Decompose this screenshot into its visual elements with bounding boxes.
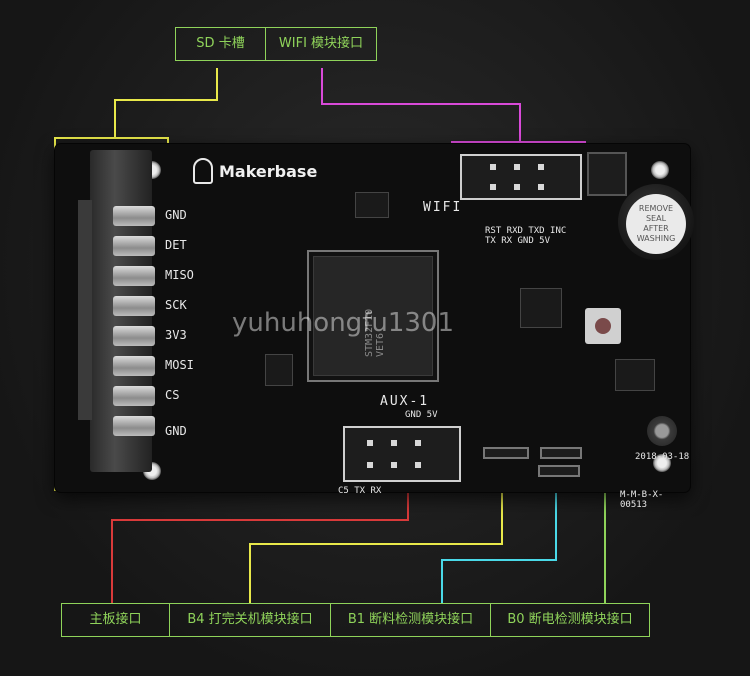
header-pin bbox=[415, 440, 421, 446]
b1-header bbox=[538, 465, 580, 477]
aux-sub: GND 5V bbox=[405, 410, 438, 420]
label-mainboard-port: 主板接口 bbox=[61, 603, 170, 637]
sd-pin bbox=[113, 206, 155, 226]
wire-b1 bbox=[441, 480, 557, 603]
header-pin bbox=[538, 164, 544, 170]
label-b1-port: B1 断料检测模块接口 bbox=[330, 603, 491, 637]
watermark: yuhuhongfu1301 bbox=[232, 308, 454, 338]
sd-pin bbox=[113, 326, 155, 346]
sd-pin bbox=[113, 296, 155, 316]
regulator-chip bbox=[520, 288, 562, 328]
transistor-chip bbox=[265, 354, 293, 386]
wifi-header bbox=[460, 154, 582, 200]
wire-sd bbox=[114, 68, 218, 138]
sd-pin-label: GND bbox=[165, 424, 187, 438]
sd-pin-label: MISO bbox=[165, 268, 194, 282]
pcb-board: Makerbase GND DET MISO SCK 3V3 MOSI CS G… bbox=[55, 144, 694, 510]
eeprom-chip bbox=[355, 192, 389, 218]
ldo-chip bbox=[615, 359, 655, 391]
sd-pin-label: DET bbox=[165, 238, 187, 252]
sd-pin-label: GND bbox=[165, 208, 187, 222]
header-pin bbox=[514, 184, 520, 190]
aux-header bbox=[343, 426, 461, 482]
header-pin bbox=[367, 440, 373, 446]
wire-main bbox=[111, 486, 409, 603]
buzzer-sticker: REMOVE SEAL AFTER WASHING bbox=[626, 194, 686, 254]
sd-pin-label: MOSI bbox=[165, 358, 194, 372]
label-b0-port: B0 断电检测模块接口 bbox=[490, 603, 650, 637]
reset-button[interactable] bbox=[585, 308, 621, 344]
sd-pin bbox=[113, 236, 155, 256]
label-b4-port: B4 打完关机模块接口 bbox=[169, 603, 331, 637]
capacitor bbox=[647, 416, 677, 446]
aux-pins: C5 TX RX bbox=[338, 486, 382, 496]
endstop-header bbox=[587, 152, 627, 196]
sd-pin bbox=[113, 416, 155, 436]
mcu-chip: STM32F10 VET6 bbox=[313, 256, 433, 376]
sd-rail bbox=[78, 200, 92, 420]
b4-header bbox=[483, 447, 529, 459]
brand-logo: Makerbase bbox=[193, 158, 317, 184]
header-pin bbox=[490, 164, 496, 170]
board-serial: M-M-B-X-00513 bbox=[620, 490, 664, 510]
header-pin bbox=[391, 462, 397, 468]
sd-pin-label: CS bbox=[165, 388, 180, 402]
header-pin bbox=[415, 462, 421, 468]
header-pin bbox=[490, 184, 496, 190]
header-pin bbox=[367, 462, 373, 468]
board-date: 2018-03-18 bbox=[635, 452, 690, 462]
wire-wifi bbox=[321, 68, 521, 142]
b0-header bbox=[540, 447, 582, 459]
wifi-silk: WIFI bbox=[423, 200, 463, 215]
mks-logo-icon bbox=[193, 158, 213, 184]
sticker-line: WASHING bbox=[636, 234, 676, 243]
sd-pin bbox=[113, 386, 155, 406]
aux-title: AUX-1 bbox=[380, 394, 430, 409]
header-pin bbox=[391, 440, 397, 446]
header-pin bbox=[514, 164, 520, 170]
wifi-pins-top: RST RXD TXD INC bbox=[485, 226, 567, 236]
mount-hole-bottom-right bbox=[653, 454, 671, 472]
sticker-line: AFTER bbox=[643, 224, 669, 233]
brand-name: Makerbase bbox=[219, 161, 318, 181]
header-pin bbox=[538, 184, 544, 190]
wire-b4 bbox=[249, 462, 503, 603]
sd-pin-label: 3V3 bbox=[165, 328, 187, 342]
sticker-line: SEAL bbox=[645, 214, 667, 223]
mount-hole-top-right bbox=[651, 161, 669, 179]
sd-pin-label: SCK bbox=[165, 298, 187, 312]
sd-pin bbox=[113, 266, 155, 286]
sticker-line: REMOVE bbox=[638, 204, 674, 213]
wifi-pins-bottom: TX RX GND 5V bbox=[485, 236, 551, 246]
label-wifi-port: WIFI 模块接口 bbox=[265, 27, 377, 61]
label-sd-slot: SD 卡槽 bbox=[175, 27, 266, 61]
sd-pin bbox=[113, 356, 155, 376]
buzzer: REMOVE SEAL AFTER WASHING bbox=[618, 184, 694, 260]
